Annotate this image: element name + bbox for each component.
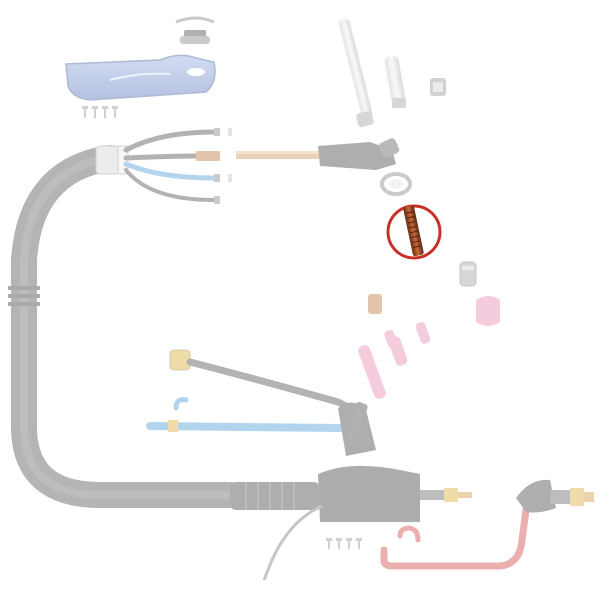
gas-hose xyxy=(186,358,368,436)
rear-junction xyxy=(230,465,420,522)
back-cap-short xyxy=(384,55,406,108)
back-cap-long xyxy=(338,18,374,128)
insulator-ring xyxy=(380,172,412,196)
grey-cable xyxy=(262,504,323,581)
torch-body xyxy=(236,138,400,170)
main-hose xyxy=(8,145,243,508)
back-cap-nut xyxy=(430,78,446,96)
gas-fitting xyxy=(169,349,191,371)
highlighted-collet xyxy=(386,204,442,260)
red-cable-connector xyxy=(516,479,594,513)
collet-icon xyxy=(403,205,424,257)
small-fitting xyxy=(368,294,382,314)
rear-screws xyxy=(326,538,362,549)
splitter-body xyxy=(338,401,376,456)
ceramic-cups xyxy=(358,296,500,399)
handle-screws xyxy=(82,106,118,118)
red-power-cable xyxy=(380,506,530,570)
water-hose xyxy=(146,397,344,432)
handle-switch-cover xyxy=(175,16,215,44)
torch-leads xyxy=(123,129,217,202)
power-connector xyxy=(420,488,472,502)
faded-parts xyxy=(8,16,594,581)
hose-sleeve xyxy=(95,145,129,175)
torch-handle xyxy=(65,54,216,101)
lead-connectors xyxy=(196,128,232,204)
collet-body xyxy=(459,261,477,287)
